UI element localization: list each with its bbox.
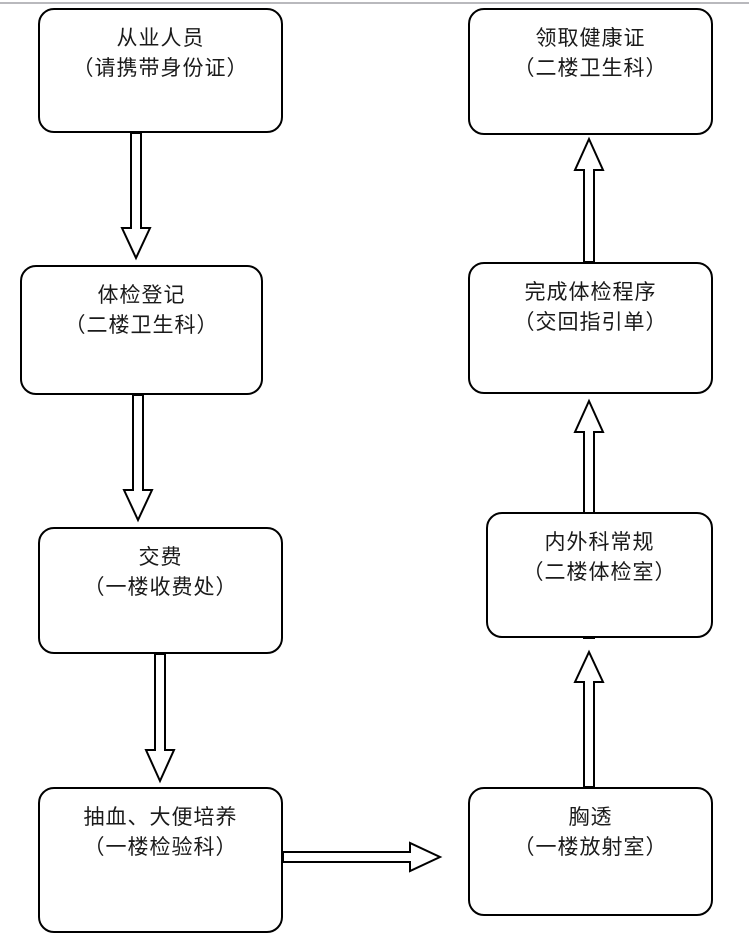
node-receive-certificate[interactable]: 领取健康证 （二楼卫生科） bbox=[468, 8, 713, 135]
node-applicant-subtitle: （请携带身份证） bbox=[72, 55, 249, 80]
node-applicant-title: 从业人员 bbox=[116, 26, 205, 50]
arrow-complete-exam-to-receive-certificate bbox=[573, 136, 605, 263]
node-lab-tests-title: 抽血、大便培养 bbox=[83, 805, 238, 829]
node-registration-subtitle: （二楼卫生科） bbox=[64, 312, 219, 337]
node-payment[interactable]: 交费 （一楼收费处） bbox=[38, 527, 283, 654]
node-chest-xray[interactable]: 胸透 （一楼放射室） bbox=[468, 787, 713, 916]
node-receive-certificate-subtitle: （二楼卫生科） bbox=[513, 55, 668, 80]
top-divider-rule bbox=[0, 2, 749, 4]
node-complete-exam-title: 完成体检程序 bbox=[524, 280, 657, 304]
node-registration[interactable]: 体检登记 （二楼卫生科） bbox=[20, 265, 263, 395]
node-receive-certificate-title: 领取健康证 bbox=[535, 26, 646, 50]
node-complete-exam[interactable]: 完成体检程序 （交回指引单） bbox=[468, 262, 713, 394]
node-general-exam-subtitle: （二楼体检室） bbox=[522, 559, 677, 584]
arrow-registration-to-payment bbox=[122, 394, 154, 523]
node-lab-tests[interactable]: 抽血、大便培养 （一楼检验科） bbox=[38, 787, 283, 933]
node-chest-xray-title: 胸透 bbox=[568, 805, 613, 829]
arrow-applicant-to-registration bbox=[120, 132, 152, 261]
node-lab-tests-subtitle: （一楼检验科） bbox=[83, 834, 238, 859]
arrow-lab-tests-to-chest-xray bbox=[282, 841, 443, 873]
node-general-exam-title: 内外科常规 bbox=[544, 530, 655, 554]
node-payment-subtitle: （一楼收费处） bbox=[83, 574, 238, 599]
arrow-payment-to-lab-tests bbox=[144, 653, 176, 784]
node-chest-xray-subtitle: （一楼放射室） bbox=[513, 834, 668, 859]
arrow-chest-xray-to-general-exam bbox=[573, 649, 605, 788]
node-applicant[interactable]: 从业人员 （请携带身份证） bbox=[38, 8, 283, 133]
node-complete-exam-subtitle: （交回指引单） bbox=[513, 309, 668, 334]
node-general-exam[interactable]: 内外科常规 （二楼体检室） bbox=[486, 512, 713, 638]
node-registration-title: 体检登记 bbox=[97, 283, 186, 307]
node-payment-title: 交费 bbox=[138, 545, 183, 569]
